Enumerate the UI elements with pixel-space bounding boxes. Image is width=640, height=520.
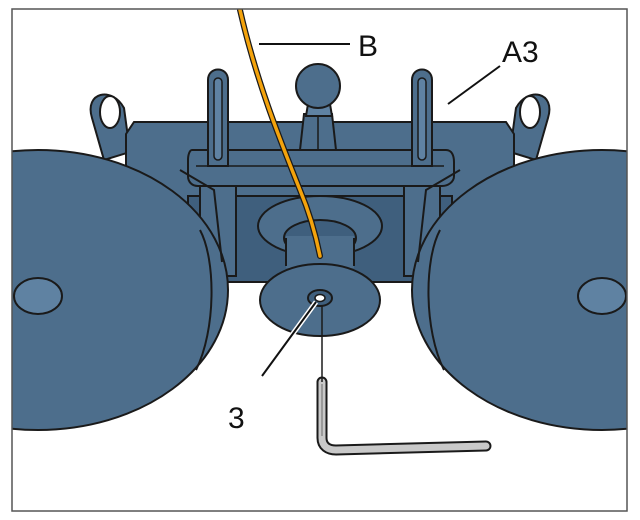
cable-icon	[237, 9, 323, 259]
lower-knob	[259, 263, 381, 337]
ball-joint	[295, 63, 341, 151]
assembly-drawing	[12, 9, 627, 456]
top-bracket-plate	[187, 149, 455, 187]
rear-hook-left	[89, 93, 132, 162]
leader-lines	[259, 43, 501, 378]
diagram-frame	[11, 8, 628, 512]
leader-line-3	[261, 301, 317, 377]
callout-label-b: B	[358, 30, 378, 63]
rear-hook-right	[508, 93, 551, 162]
suction-cup-left	[12, 149, 229, 431]
bracket-upright-right	[411, 68, 433, 167]
callout-label-3: 3	[228, 402, 245, 435]
suction-cup-right	[411, 149, 627, 431]
callout-label-a3: A3	[502, 36, 539, 69]
allen-wrench-icon	[316, 306, 492, 456]
bracket-upright-left	[207, 68, 229, 167]
leader-line-a3	[447, 65, 501, 105]
